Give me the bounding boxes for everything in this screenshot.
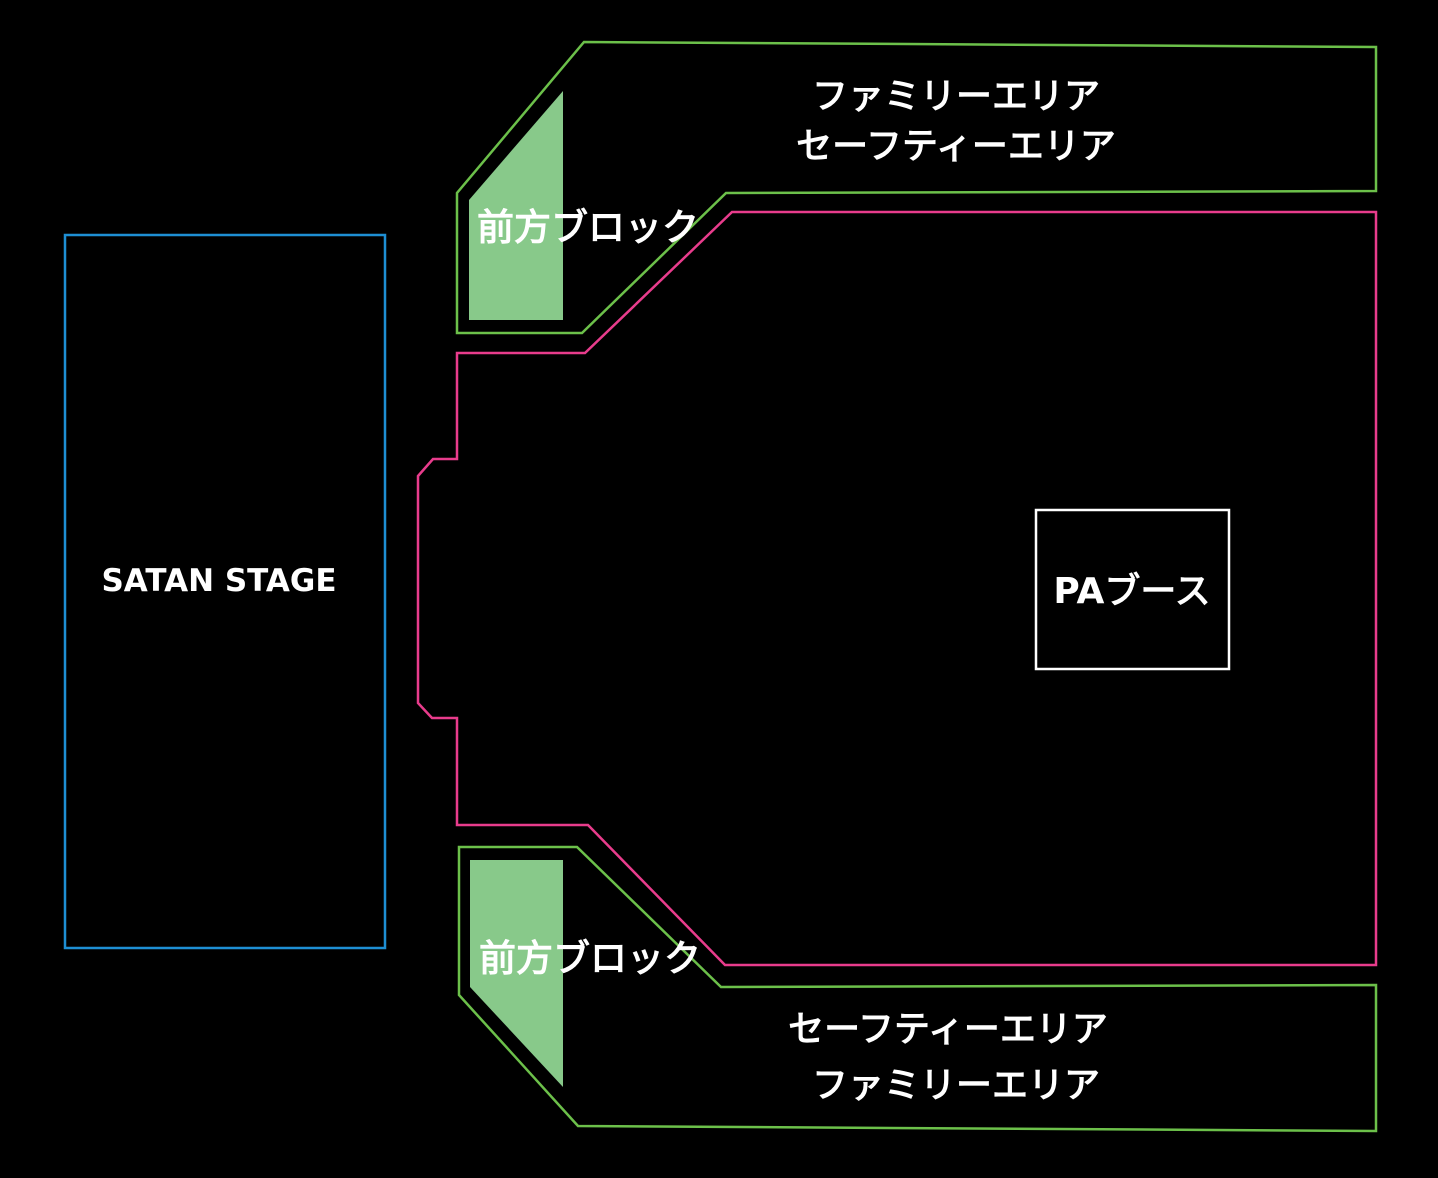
bottom-front-block-label: 前方ブロック [479, 937, 701, 980]
pa-booth-area [1034, 508, 1231, 671]
bottom-front-block [470, 860, 563, 1087]
top-safety-area-label: セーフティーエリア [796, 126, 1116, 167]
satan-stage-label: SATAN STAGE [101, 563, 336, 599]
top-side-area [455, 40, 1378, 335]
satan-stage-area [63, 233, 387, 950]
bottom-side-area [457, 845, 1378, 1133]
top-front-block [469, 91, 563, 320]
bottom-safety-area-label: セーフティーエリア [788, 1009, 1108, 1050]
pa-booth-label: PAブース [1053, 570, 1210, 612]
top-front-block-label: 前方ブロック [477, 206, 699, 249]
main-floor-area [416, 210, 1378, 967]
bottom-family-area-label: ファミリーエリア [812, 1065, 1100, 1106]
top-family-area-label: ファミリーエリア [812, 76, 1100, 117]
